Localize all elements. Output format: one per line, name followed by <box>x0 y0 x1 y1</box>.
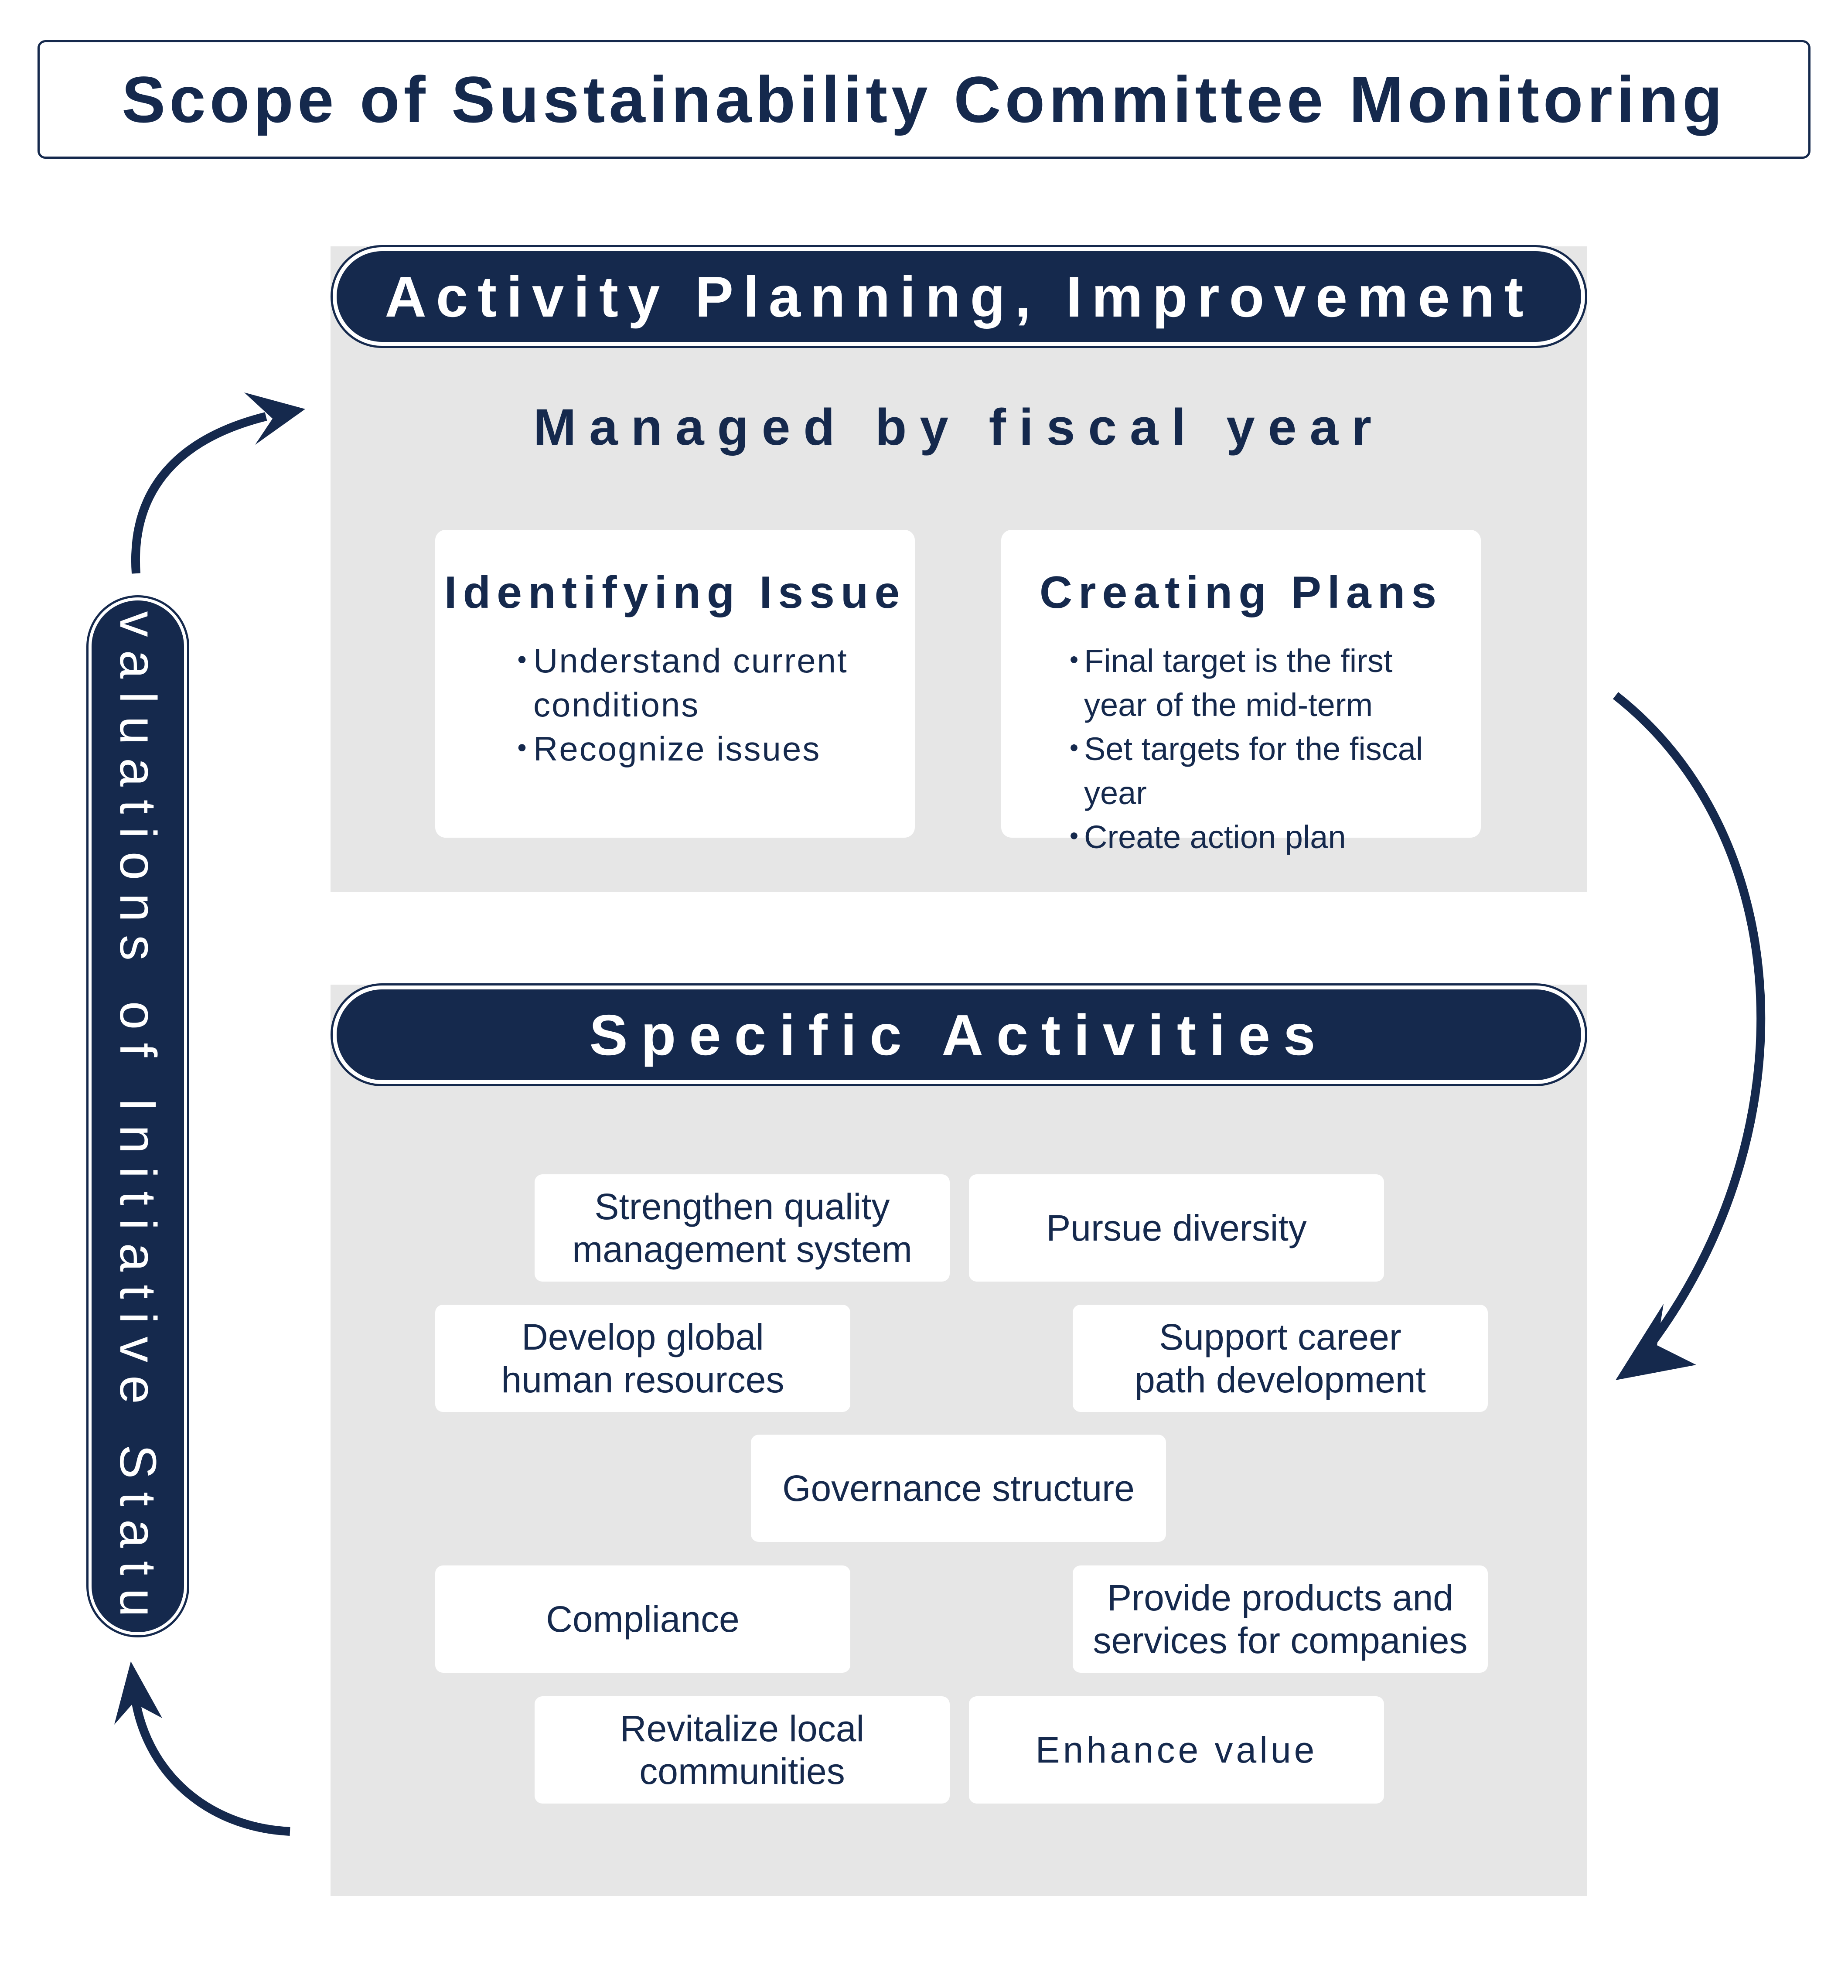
activities-header: Specific Activities <box>331 983 1587 1086</box>
arrow-right-curve <box>1613 692 1766 1350</box>
bullet-dot: ・ <box>1058 819 1090 855</box>
evaluation-pill: Evaluations of Initiative Status <box>86 595 189 1637</box>
creating-plans-title: Creating Plans <box>1039 567 1443 618</box>
arrow-head-top <box>244 392 305 445</box>
bullet-dot: ・ <box>1058 731 1090 767</box>
arrow-up-left-curve <box>131 412 267 574</box>
planning-header: Activity Planning, Improvement <box>331 245 1587 348</box>
activities-header-label: Specific Activities <box>337 989 1581 1080</box>
planning-subheading: Managed by fiscal year <box>533 399 1384 456</box>
creating-plans-bullets: ・Final target is the first year of the m… <box>1001 639 1481 859</box>
activity-products-services: Provide products and services for compan… <box>1073 1565 1488 1673</box>
activity-quality-management: Strengthen quality management system <box>535 1174 950 1282</box>
identifying-issue-title: Identifying Issue <box>444 567 906 618</box>
activity-compliance: Compliance <box>435 1565 850 1673</box>
arrow-bottom-left-curve <box>130 1691 290 1836</box>
identifying-issue-card: Identifying Issue ・Understand current co… <box>435 530 915 838</box>
bullet-item: ・Understand current conditions <box>435 639 915 727</box>
arrow-head-bottom-left <box>114 1661 162 1725</box>
bullet-dot: ・ <box>1058 643 1090 679</box>
activity-global-hr: Develop global human resources <box>435 1305 850 1412</box>
bullet-item: ・Final target is the first year of the m… <box>1001 639 1481 727</box>
bullet-item: ・Set targets for the fiscal year <box>1001 727 1481 815</box>
activity-enhance-value: Enhance value <box>969 1696 1384 1804</box>
bullet-dot: ・ <box>505 641 541 680</box>
evaluation-pill-inner: Evaluations of Initiative Status <box>92 600 184 1632</box>
arrow-head-right <box>1616 1304 1696 1380</box>
bullet-item: ・Recognize issues <box>435 727 915 771</box>
planning-header-label: Activity Planning, Improvement <box>337 251 1581 342</box>
activity-career-path: Support career path development <box>1073 1305 1488 1412</box>
activity-governance: Governance structure <box>751 1435 1166 1542</box>
identifying-issue-bullets: ・Understand current conditions ・Recogniz… <box>435 639 915 771</box>
diagram-title: Scope of Sustainability Committee Monito… <box>38 40 1810 159</box>
bullet-item: ・Create action plan <box>1001 815 1481 859</box>
bullet-dot: ・ <box>505 730 541 768</box>
creating-plans-card: Creating Plans ・Final target is the firs… <box>1001 530 1481 855</box>
activity-local-communities: Revitalize local communities <box>535 1696 950 1804</box>
activity-diversity: Pursue diversity <box>969 1174 1384 1282</box>
